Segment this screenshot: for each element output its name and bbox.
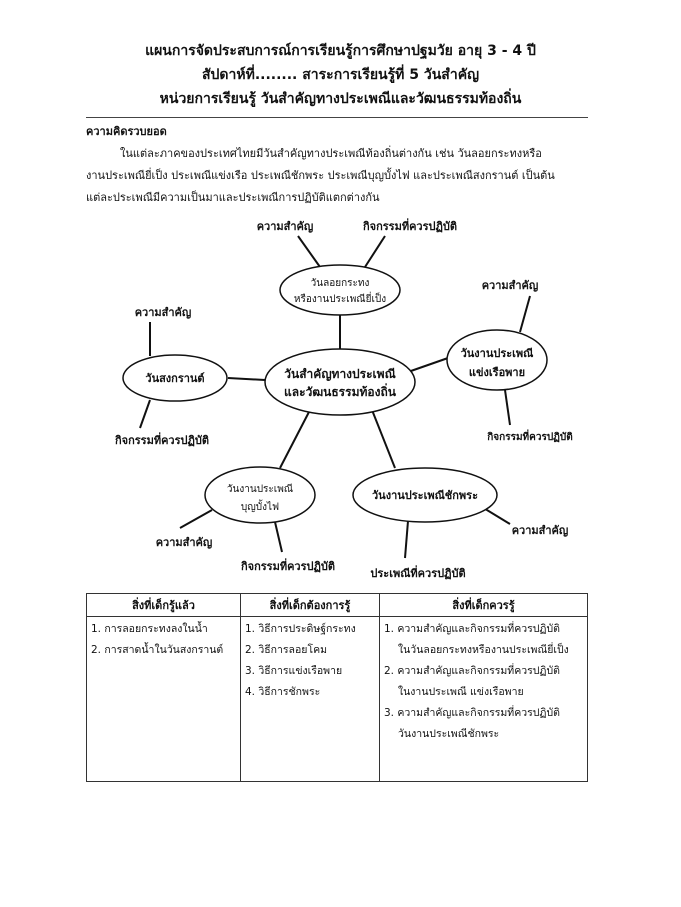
- connector: [364, 235, 386, 268]
- concept-heading: ความคิดรวบยอด: [86, 125, 167, 138]
- node-label: วันสงกรานต์: [145, 372, 204, 385]
- node-label: วันงานประเพณี: [227, 483, 293, 495]
- branch-label: กิจกรรมที่ควรปฏิบัติ: [487, 429, 572, 443]
- node-boat-race: [446, 329, 548, 391]
- title-line-2: สัปดาห์ที่........ สาระการเรียนรู้ที่ 5 …: [201, 67, 479, 83]
- column-header: สิ่งที่เด็กต้องการรู้: [240, 593, 380, 617]
- want-to-know-cell: 1. วิธีการประดิษฐ์กระทง 2. วิธีการลอยโคม…: [240, 616, 380, 782]
- connector: [227, 377, 266, 381]
- branch-label: ความสำคัญ: [257, 220, 314, 233]
- list-item-cont: ในงานประเพณี แข่งเรือพาย: [398, 686, 524, 698]
- known-cell: 1. การลอยกระทงลงในน้ำ 2. การสาดน้ำในวันส…: [86, 616, 241, 782]
- list-item: 4. วิธีการชักพระ: [245, 686, 321, 698]
- branch-label: ความสำคัญ: [135, 306, 192, 319]
- node-label: วันงานประเพณี: [461, 347, 535, 360]
- connector: [504, 389, 511, 426]
- column-header: สิ่งที่เด็กรู้แล้ว: [86, 593, 241, 617]
- connector: [297, 235, 321, 268]
- branch-label: ประเพณีที่ควรปฏิบัติ: [370, 565, 465, 580]
- branch-label: กิจกรรมที่ควรปฏิบัติ: [115, 432, 209, 447]
- node-label: วันลอยกระทง: [311, 278, 370, 289]
- list-item: 1. ความสำคัญและกิจกรรมที่ควรปฏิบัติ: [384, 623, 560, 635]
- node-label: แข่งเรือพาย: [469, 366, 525, 379]
- branch-label: กิจกรรมที่ควรปฏิบัติ: [363, 218, 457, 233]
- list-item: 3. ความสำคัญและกิจกรรมที่ควรปฏิบัติ: [384, 707, 560, 719]
- concept-line: แต่ละประเพณีมีความเป็นมาและประเพณีการปฏิ…: [86, 191, 380, 204]
- title-line-3: หน่วยการเรียนรู้ วันสำคัญทางประเพณีและวั…: [159, 91, 522, 107]
- concept-line: งานประเพณียี่เป็ง ประเพณีแข่งเรือ ประเพณ…: [86, 169, 555, 182]
- node-songkran: [122, 354, 228, 402]
- should-know-cell: 1. ความสำคัญและกิจกรรมที่ควรปฏิบัติ ในวั…: [379, 616, 588, 782]
- node-chak-phra: [352, 467, 498, 523]
- branch-label: ความสำคัญ: [156, 536, 213, 549]
- connector: [279, 409, 311, 469]
- list-item: 1. การลอยกระทงลงในน้ำ: [91, 623, 208, 635]
- concept-line: ในแต่ละภาคของประเทศไทยมีวันสำคัญทางประเพ…: [120, 147, 542, 160]
- center-node: [264, 348, 416, 416]
- connector: [407, 357, 449, 373]
- connector: [139, 399, 151, 429]
- branch-label: กิจกรรมที่ควรปฏิบัติ: [241, 558, 335, 573]
- list-item: 2. ความสำคัญและกิจกรรมที่ควรปฏิบัติ: [384, 665, 560, 677]
- connector: [519, 295, 531, 333]
- list-item: 1. วิธีการประดิษฐ์กระทง: [245, 623, 356, 635]
- center-label: วันสำคัญทางประเพณี: [284, 367, 395, 381]
- connector: [371, 409, 396, 469]
- center-label: และวัฒนธรรมท้องถิ่น: [284, 383, 397, 399]
- knowledge-table: สิ่งที่เด็กรู้แล้ว สิ่งที่เด็กต้องการรู้…: [86, 593, 588, 782]
- branch-label: ความสำคัญ: [512, 524, 569, 537]
- node-bun-bang-fai: [204, 466, 316, 524]
- node-loy-krathong: [279, 264, 401, 316]
- node-label: วันงานประเพณีชักพระ: [372, 489, 478, 502]
- list-item: 2. การสาดน้ำในวันสงกรานต์: [91, 644, 224, 656]
- divider: [86, 117, 588, 118]
- column-header: สิ่งที่เด็กควรรู้: [379, 593, 588, 617]
- branch-label: ความสำคัญ: [482, 279, 539, 292]
- list-item: 2. วิธีการลอยโคม: [245, 644, 328, 656]
- connector: [274, 521, 283, 553]
- table-row: 1. การลอยกระทงลงในน้ำ 2. การสาดน้ำในวันส…: [86, 616, 588, 782]
- list-item: 3. วิธีการแข่งเรือพาย: [245, 665, 343, 677]
- title-line-1: แผนการจัดประสบการณ์การเรียนรู้การศึกษาปฐ…: [145, 43, 536, 59]
- node-label: หรืองานประเพณียี่เป็ง: [294, 291, 386, 305]
- connector: [404, 520, 409, 559]
- list-item-cont: ในวันลอยกระทงหรืองานประเพณียี่เป็ง: [398, 644, 569, 656]
- node-label: บุญบั้งไฟ: [241, 499, 279, 513]
- list-item-cont: วันงานประเพณีชักพระ: [398, 728, 500, 740]
- connector: [179, 509, 213, 529]
